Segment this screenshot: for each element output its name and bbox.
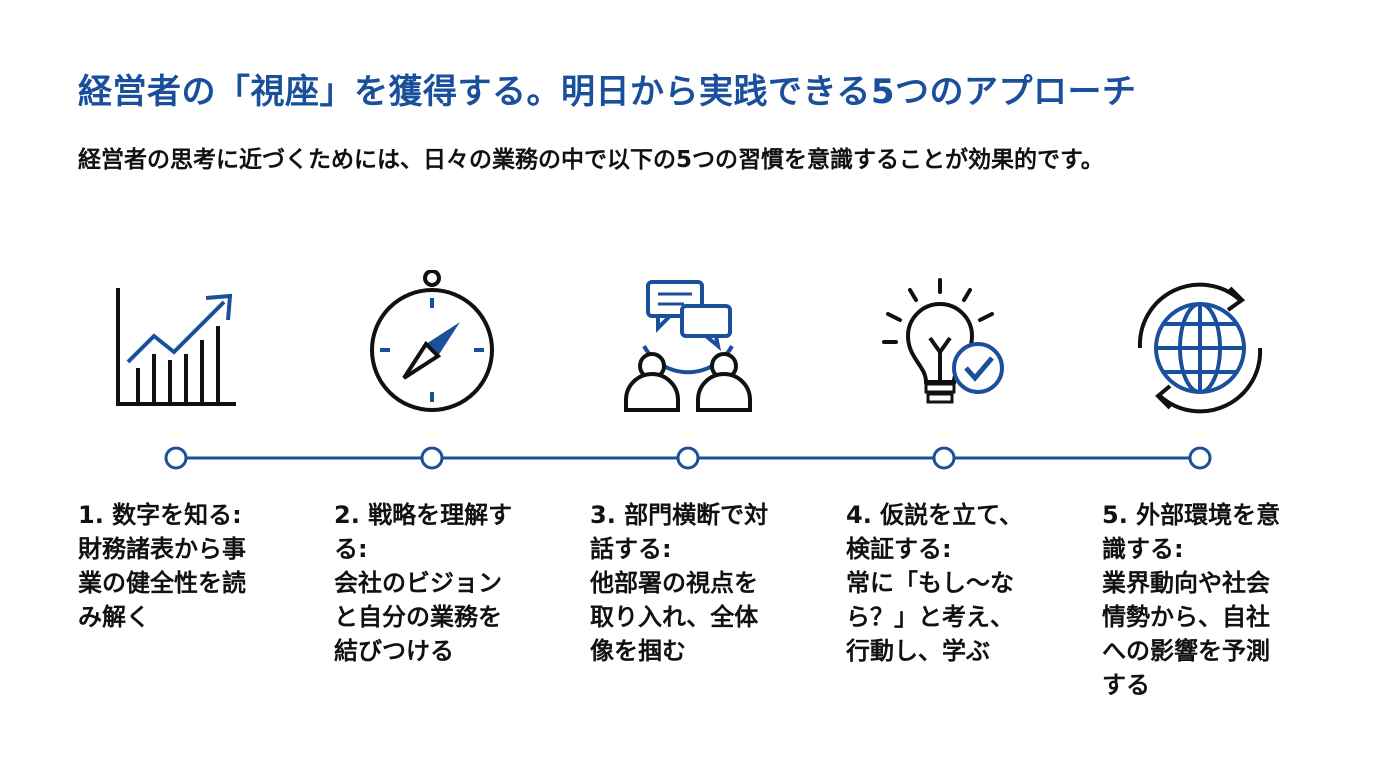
step-body: 会社のビジョンと自分の業務を結びつける (334, 569, 502, 665)
timeline-node-4 (932, 446, 956, 470)
dialogue-people-icon (624, 280, 752, 412)
step-heading: 3. 部門横断で対話する: (590, 501, 769, 563)
step-3: 3. 部門横断で対話する: 他部署の視点を取り入れ、全体像を掴む (590, 498, 776, 668)
compass-icon (370, 270, 494, 412)
step-body: 常に「もし〜なら？」と考え、行動し、学ぶ (846, 569, 1014, 665)
timeline-node-2 (420, 446, 444, 470)
step-heading: 2. 戦略を理解する: (334, 501, 513, 563)
step-heading: 1. 数字を知る: (78, 501, 242, 529)
step-1: 1. 数字を知る: 財務諸表から事業の健全性を読み解く (78, 498, 264, 634)
timeline-node-5 (1188, 446, 1212, 470)
step-body: 他部署の視点を取り入れ、全体像を掴む (590, 569, 759, 665)
timeline-node-1 (164, 446, 188, 470)
step-heading: 5. 外部環境を意識する: (1102, 501, 1281, 563)
page-subtitle: 経営者の思考に近づくためには、日々の業務の中で以下の5つの習慣を意識することが効… (78, 147, 1104, 173)
lightbulb-check-icon (882, 278, 1004, 404)
step-body: 財務諸表から事業の健全性を読み解く (78, 535, 246, 631)
growth-chart-icon (116, 288, 236, 406)
page-title: 経営者の「視座」を獲得する。明日から実践できる5つのアプローチ (78, 72, 1137, 112)
step-body: 業界動向や社会情勢から、自社への影響を予測する (1102, 569, 1270, 699)
step-heading: 4. 仮説を立て、検証する: (846, 501, 1023, 563)
timeline-node-3 (676, 446, 700, 470)
step-2: 2. 戦略を理解する: 会社のビジョンと自分の業務を結びつける (334, 498, 520, 668)
step-4: 4. 仮説を立て、検証する: 常に「もし〜なら？」と考え、行動し、学ぶ (846, 498, 1032, 668)
globe-cycle-icon (1137, 282, 1263, 414)
step-5: 5. 外部環境を意識する: 業界動向や社会情勢から、自社への影響を予測する (1102, 498, 1288, 702)
